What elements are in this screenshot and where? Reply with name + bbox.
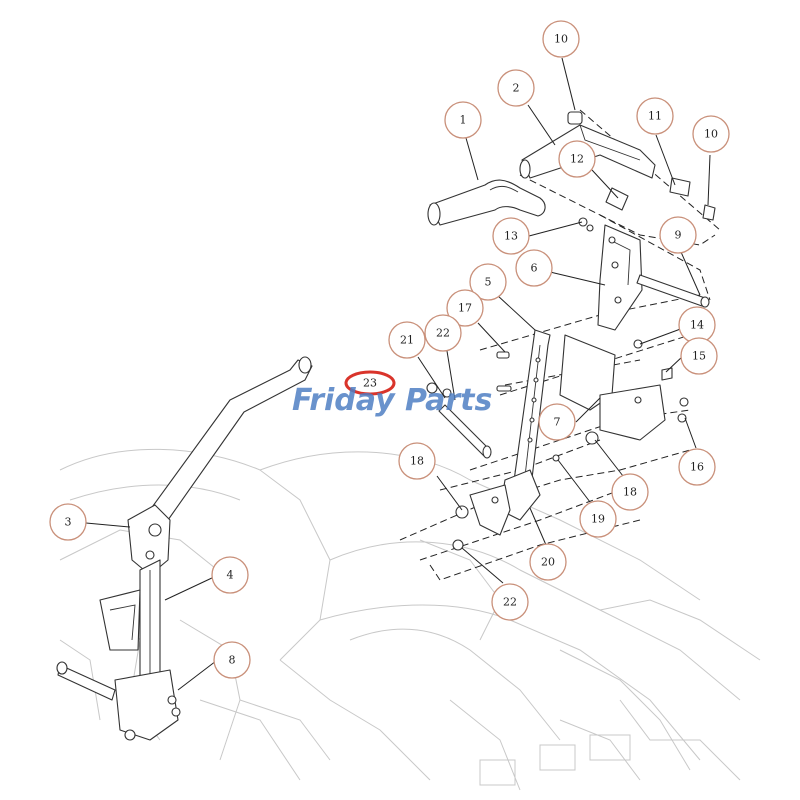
callout-15[interactable]: 15 (680, 337, 718, 375)
svg-text:20: 20 (541, 556, 555, 569)
svg-text:1: 1 (460, 114, 467, 127)
callout-10a[interactable]: 10 (542, 20, 580, 58)
callout-7[interactable]: 7 (538, 403, 576, 441)
callout-11[interactable]: 11 (636, 97, 674, 135)
svg-text:17: 17 (458, 302, 472, 315)
svg-text:18: 18 (623, 486, 637, 499)
svg-text:19: 19 (591, 513, 605, 526)
left-lever (99, 559, 161, 701)
svg-text:18: 18 (410, 455, 424, 468)
callout-18a[interactable]: 18 (398, 442, 436, 480)
svg-text:Parts: Parts (405, 383, 492, 418)
svg-text:13: 13 (504, 230, 518, 243)
small-hardware (426, 217, 689, 551)
svg-text:22: 22 (436, 327, 450, 340)
svg-text:15: 15 (692, 350, 706, 363)
callout-13[interactable]: 13 (492, 217, 530, 255)
svg-text:2: 2 (513, 82, 520, 95)
callout-5[interactable]: 5 (469, 263, 507, 301)
svg-text:11: 11 (648, 110, 662, 123)
left-handle-tube (149, 356, 313, 521)
callout-10b[interactable]: 10 (692, 115, 730, 153)
watermark-logo: Friday Parts (292, 383, 492, 418)
part-side-plate (559, 334, 666, 441)
callout-8[interactable]: 8 (213, 641, 251, 679)
left-upper-bracket (127, 504, 171, 576)
left-base-bracket (56, 661, 181, 741)
svg-text:21: 21 (400, 334, 414, 347)
callout-22b[interactable]: 22 (491, 583, 529, 621)
svg-text:16: 16 (690, 461, 704, 474)
svg-text:14: 14 (690, 319, 704, 332)
callout-2[interactable]: 2 (497, 69, 535, 107)
part-spring-rod (438, 404, 492, 459)
svg-text:10: 10 (704, 128, 718, 141)
callout-17[interactable]: 17 (446, 289, 484, 327)
svg-text:8: 8 (229, 654, 236, 667)
callout-19[interactable]: 19 (579, 500, 617, 538)
callout-4[interactable]: 4 (211, 556, 249, 594)
callout-21[interactable]: 21 (388, 321, 426, 359)
part-upper-bracket (597, 224, 643, 331)
svg-text:4: 4 (227, 569, 234, 582)
svg-text:7: 7 (554, 416, 561, 429)
callout-22a[interactable]: 22 (424, 314, 462, 352)
part-pins-upper (605, 177, 716, 221)
callout-12[interactable]: 12 (558, 140, 596, 178)
callout-1[interactable]: 1 (444, 101, 482, 139)
callout-14[interactable]: 14 (678, 306, 716, 344)
svg-text:12: 12 (570, 153, 584, 166)
callout-20[interactable]: 20 (529, 543, 567, 581)
callout-9[interactable]: 9 (659, 216, 697, 254)
svg-text:6: 6 (531, 262, 538, 275)
background-frame (59, 448, 761, 791)
callouts: 1 2 3 4 5 6 7 8 9 10 10 11 12 13 14 15 1… (49, 20, 730, 679)
part-handle-grip (427, 179, 546, 226)
part-rod (636, 274, 710, 308)
callout-16[interactable]: 16 (678, 448, 716, 486)
svg-text:22: 22 (503, 596, 517, 609)
callout-6[interactable]: 6 (515, 249, 553, 287)
callout-3[interactable]: 3 (49, 503, 87, 541)
svg-text:Friday: Friday (292, 383, 396, 418)
callout-23[interactable]: 23 (344, 370, 396, 396)
part-lower-bracket (469, 484, 511, 536)
svg-text:3: 3 (65, 516, 72, 529)
svg-text:5: 5 (485, 276, 492, 289)
leader-lines (85, 57, 711, 691)
svg-text:9: 9 (675, 229, 682, 242)
svg-text:23: 23 (363, 377, 377, 390)
callout-18b[interactable]: 18 (611, 473, 649, 511)
svg-text:10: 10 (554, 33, 568, 46)
